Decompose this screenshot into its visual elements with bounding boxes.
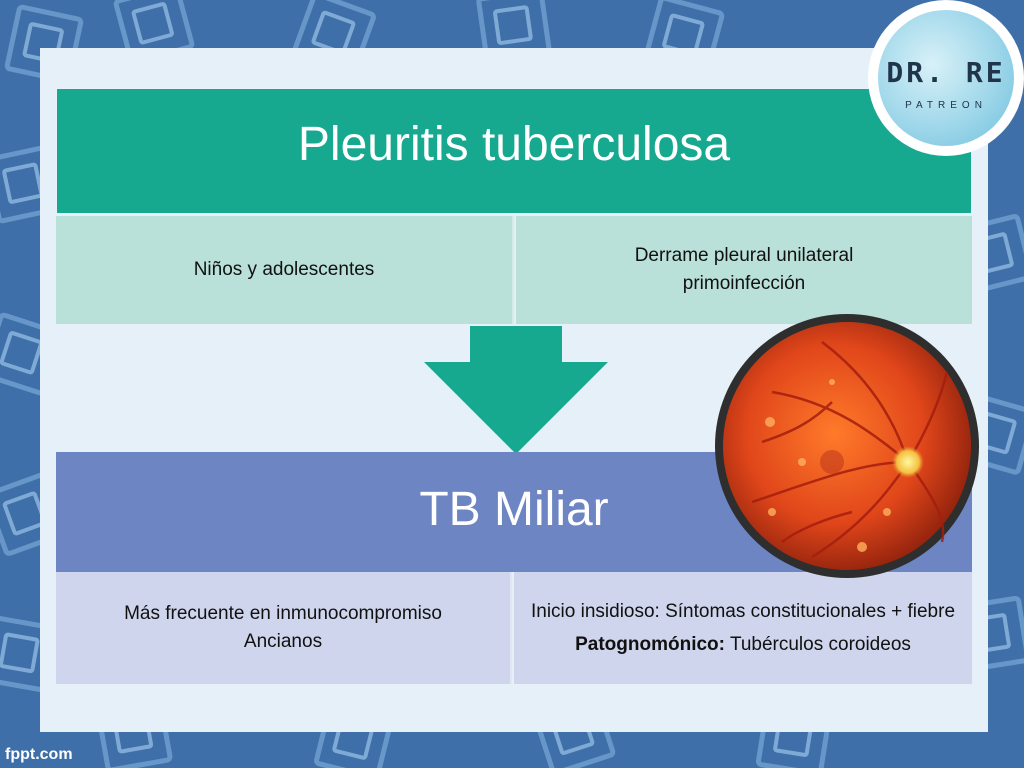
tb-miliar-pathognomonic-line: Patognomónico: Tubérculos coroideos [575,634,911,656]
pleuritis-findings-cell: Derrame pleural unilateral primoinfecció… [516,216,972,324]
tb-miliar-clinical-cell: Inicio insidioso: Síntomas constituciona… [514,572,972,684]
tb-miliar-population-cell: Más frecuente en inmunocompromiso Ancian… [56,572,512,684]
logo-subtitle: PATREON [905,100,987,111]
pleuritis-age-cell: Niños y adolescentes [56,216,514,324]
pleuritis-findings-line-1: Derrame pleural unilateral [634,245,854,266]
pleuritis-title: Pleuritis tuberculosa [297,118,731,171]
tb-miliar-onset-text: Inicio insidioso: Síntomas constituciona… [530,600,956,622]
retinal-fundus-image [715,314,979,578]
fppt-watermark: fppt.com [5,746,73,763]
dr-re-patreon-logo[interactable]: DR. RE PATREON [868,0,1024,156]
down-arrow-icon [424,326,608,454]
logo-watercolor [878,10,1014,146]
logo-name: DR. RE [886,56,1006,89]
pleuritis-age-text: Niños y adolescentes [193,259,375,280]
tb-miliar-population-line-1: Más frecuente en inmunocompromiso [124,603,442,624]
pleuritis-details-row: Niños y adolescentes Derrame pleural uni… [56,216,972,324]
pleuritis-header: Pleuritis tuberculosa [56,88,972,214]
tb-miliar-population-line-2: Ancianos [243,631,323,652]
pathognomonic-label: Patognomónico: [575,633,725,655]
pleuritis-findings-line-2: primoinfección [682,273,806,294]
tb-miliar-title: TB Miliar [419,483,609,536]
pathognomonic-value: Tubérculos coroideos [729,633,911,655]
tb-miliar-details-row: Más frecuente en inmunocompromiso Ancian… [56,572,972,684]
